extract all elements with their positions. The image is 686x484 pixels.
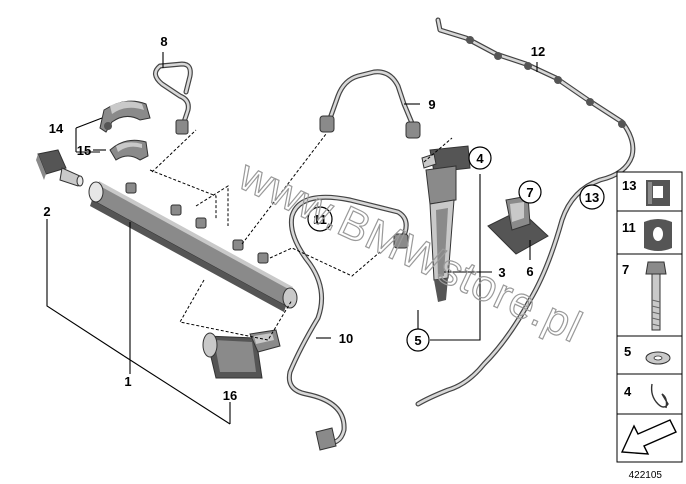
legend-item-5[interactable]: 5 bbox=[624, 344, 671, 365]
callout-6: 6 bbox=[526, 264, 533, 279]
callout-13: 13 bbox=[585, 190, 599, 205]
callout-9: 9 bbox=[428, 97, 435, 112]
fuel-rail-part[interactable] bbox=[88, 181, 298, 312]
pressure-regulator-part[interactable] bbox=[202, 329, 281, 379]
legend-item-7[interactable]: 7 bbox=[622, 261, 667, 331]
pressure-sensor-part[interactable] bbox=[36, 149, 84, 187]
rail-clip-part[interactable] bbox=[109, 139, 149, 161]
injector-bracket-part[interactable] bbox=[487, 195, 549, 255]
legend-item-4[interactable]: 4 bbox=[624, 383, 669, 409]
legend-number-13: 13 bbox=[622, 178, 636, 193]
legend-number-5: 5 bbox=[624, 344, 631, 359]
callout-2: 2 bbox=[43, 204, 50, 219]
callout-14: 14 bbox=[49, 121, 64, 136]
callout-11: 11 bbox=[313, 212, 327, 227]
callout-12: 12 bbox=[531, 44, 545, 59]
callout-1: 1 bbox=[124, 374, 131, 389]
legend-item-11[interactable]: 11 bbox=[622, 219, 672, 251]
parts-legend: 13 11 7 5 4 bbox=[616, 171, 683, 463]
figure-number: 422105 bbox=[629, 470, 663, 481]
legend-arrow-icon bbox=[620, 419, 677, 455]
callout-15: 15 bbox=[77, 143, 91, 158]
callout-4: 4 bbox=[476, 151, 484, 166]
callout-5: 5 bbox=[414, 333, 421, 348]
fuel-line-8-part[interactable] bbox=[153, 61, 193, 135]
legend-number-7: 7 bbox=[622, 262, 629, 277]
callout-10: 10 bbox=[339, 331, 353, 346]
leak-off-line-12-part[interactable] bbox=[415, 17, 636, 407]
legend-item-13[interactable]: 13 bbox=[622, 178, 670, 206]
legend-number-4: 4 bbox=[624, 384, 632, 399]
callout-3: 3 bbox=[498, 265, 505, 280]
fuel-line-10-part[interactable] bbox=[286, 194, 409, 451]
rail-bracket-part[interactable] bbox=[99, 100, 151, 133]
legend-number-11: 11 bbox=[622, 220, 636, 235]
callout-8: 8 bbox=[160, 34, 167, 49]
callout-16: 16 bbox=[223, 388, 237, 403]
callouts: 8 9 12 14 15 2 1 16 10 3 6 4 5 7 11 13 bbox=[43, 34, 605, 403]
callout-7: 7 bbox=[526, 185, 533, 200]
fuel-line-9-part[interactable] bbox=[319, 69, 421, 139]
leader-lines bbox=[46, 52, 538, 425]
fuel-injector-part[interactable] bbox=[421, 145, 471, 302]
